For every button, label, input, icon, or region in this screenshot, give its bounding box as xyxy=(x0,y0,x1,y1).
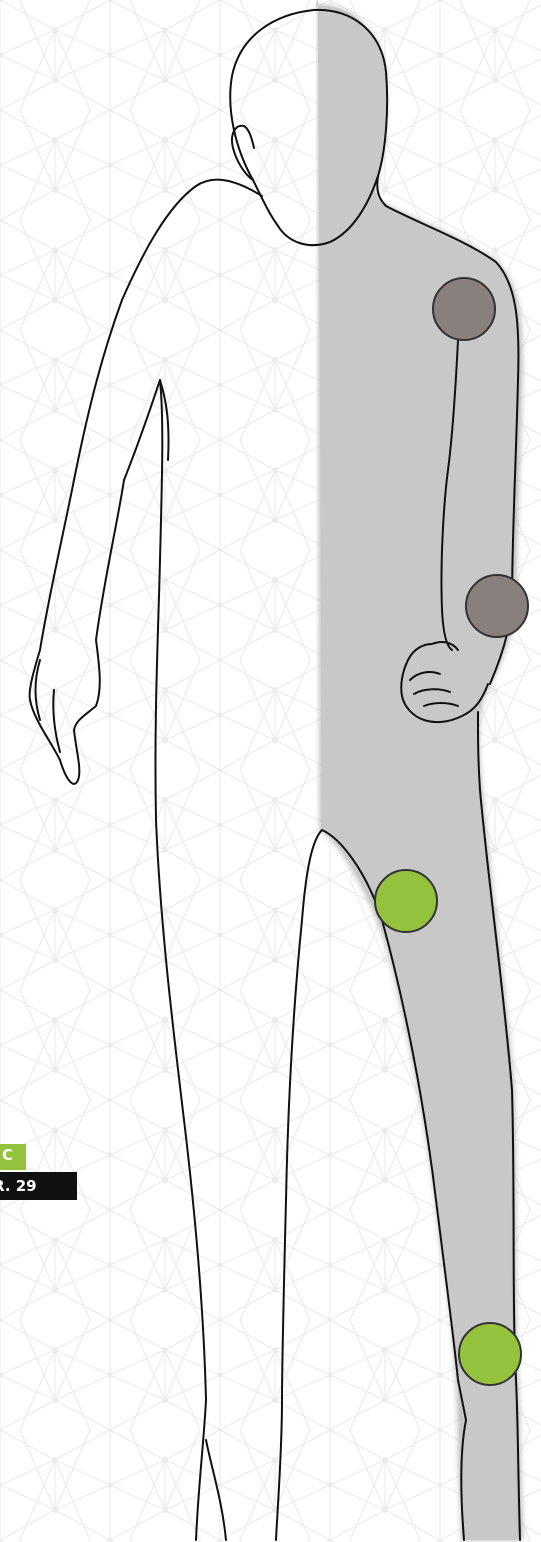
figure-reference-text: R. 29 xyxy=(0,1177,37,1195)
figure-letter-tag: C xyxy=(0,1144,26,1170)
hip-marker xyxy=(375,870,437,932)
elbow-marker xyxy=(466,575,528,637)
ankle-marker xyxy=(459,1323,521,1385)
shoulder-marker xyxy=(433,278,495,340)
figure-reference-tag: R. 29 xyxy=(0,1172,77,1200)
